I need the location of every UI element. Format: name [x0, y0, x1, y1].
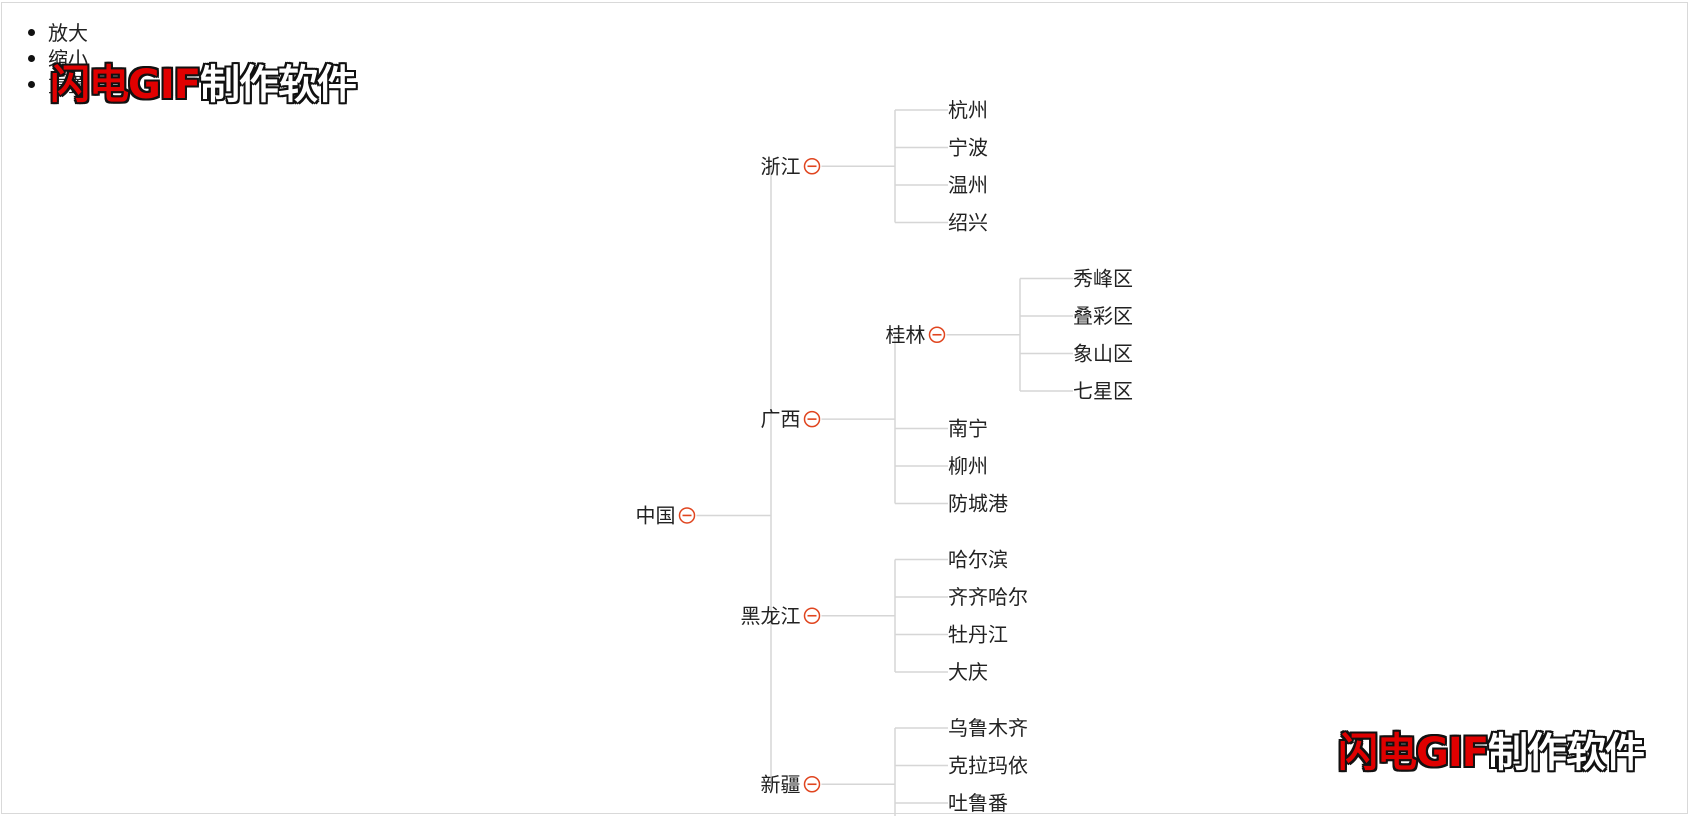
tree-leaf-label[interactable]: 乌鲁木齐 — [948, 716, 1028, 740]
tree-node-label[interactable]: 浙江 — [761, 154, 801, 178]
tree-node-label[interactable]: 黑龙江 — [741, 604, 801, 628]
tree-leaf-label[interactable]: 象山区 — [1073, 342, 1133, 366]
watermark-bottom: 闪电GIF制作软件 — [1338, 720, 1645, 778]
watermark-top: 闪电GIF制作软件 — [50, 52, 357, 110]
tree-leaf-label[interactable]: 克拉玛依 — [948, 754, 1028, 778]
tree-leaf-label[interactable]: 大庆 — [948, 660, 988, 684]
watermark-red-text: 闪电GIF — [50, 62, 201, 108]
zoom-in-button[interactable]: 放大 — [28, 20, 88, 46]
zoom-out-button[interactable]: 缩小 — [28, 46, 88, 72]
collapse-toggle-icon[interactable] — [803, 776, 821, 793]
tree-leaf-label[interactable]: 防城港 — [948, 492, 1008, 516]
tree-leaf-label[interactable]: 柳州 — [948, 454, 988, 478]
tree-leaf-label[interactable]: 秀峰区 — [1073, 267, 1133, 291]
reset-button[interactable]: 重置 — [28, 72, 88, 98]
watermark-white-text: 制作软件 — [200, 62, 357, 108]
tree-leaf-label[interactable]: 牡丹江 — [948, 623, 1008, 647]
tree-leaf-label[interactable]: 绍兴 — [948, 211, 988, 235]
collapse-toggle-icon[interactable] — [928, 326, 946, 343]
tree-leaf-label[interactable]: 七星区 — [1073, 379, 1133, 403]
tree-node-label[interactable]: 广西 — [761, 407, 801, 431]
collapse-toggle-icon[interactable] — [803, 158, 821, 175]
tree-leaf-label[interactable]: 吐鲁番 — [948, 791, 1008, 815]
watermark-white-text: 制作软件 — [1488, 730, 1645, 776]
tree-leaf-label[interactable]: 温州 — [948, 173, 988, 197]
tree-leaf-label[interactable]: 哈尔滨 — [948, 548, 1008, 572]
zoom-controls: 放大 缩小 重置 — [28, 20, 88, 98]
tree-leaf-label[interactable]: 齐齐哈尔 — [948, 585, 1028, 609]
tree-leaf-label[interactable]: 叠彩区 — [1073, 304, 1133, 328]
tree-leaf-label[interactable]: 杭州 — [948, 98, 988, 122]
collapse-toggle-icon[interactable] — [803, 410, 821, 428]
tree-node-label[interactable]: 中国 — [636, 503, 676, 527]
collapse-toggle-icon[interactable] — [803, 607, 821, 624]
tree-node-label[interactable]: 桂林 — [886, 323, 926, 347]
tree-node-label[interactable]: 新疆 — [761, 772, 801, 796]
tree-leaf-label[interactable]: 宁波 — [948, 136, 988, 160]
tree-leaf-label[interactable]: 南宁 — [948, 417, 988, 441]
tree-links — [696, 109, 1073, 816]
watermark-red-text: 闪电GIF — [1338, 730, 1489, 776]
collapse-toggle-icon[interactable] — [678, 507, 696, 524]
